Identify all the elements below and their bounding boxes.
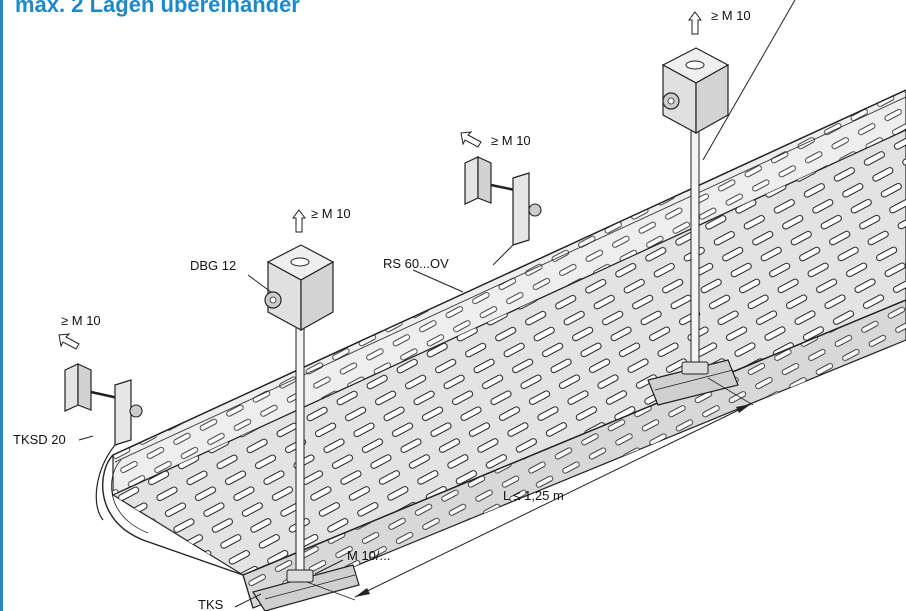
label-rod-size-top-right: ≥ M 10 [711,8,751,23]
label-length: L ≤ 1,25 m [503,488,564,503]
tks-support-rail-front [252,564,360,611]
label-bolt-m10: M 10/... [347,548,390,563]
diagram-title: max. 2 Lagen übereinander [15,0,300,17]
dbg-12-hanger-back [661,47,730,135]
cable-tray-installation-drawing: ≥ M 10 ≥ M 10 ≥ M 10 ≥ M 10 DBG 12 RS 60… [13,0,906,611]
tksd-wall-bracket-middle [464,156,542,266]
leader-line-top [702,0,796,161]
dbg-12-hanger-front [264,244,335,332]
load-arrow-icons [58,11,702,350]
length-dimension [306,377,754,601]
label-tksd-20: TKSD 20 [13,432,66,447]
cable-tray [102,89,906,609]
label-rod-size-middle: ≥ M 10 [491,133,531,148]
leader-lines [78,269,464,608]
tksd-20-wall-bracket-left [64,363,143,521]
rod-nuts [286,361,709,583]
label-rod-size-center: ≥ M 10 [311,206,351,221]
label-dbg-12: DBG 12 [190,258,236,273]
label-rs-60-ov: RS 60...OV [383,256,449,271]
label-rod-size-left: ≥ M 10 [61,313,101,328]
label-tks: TKS [198,597,224,611]
